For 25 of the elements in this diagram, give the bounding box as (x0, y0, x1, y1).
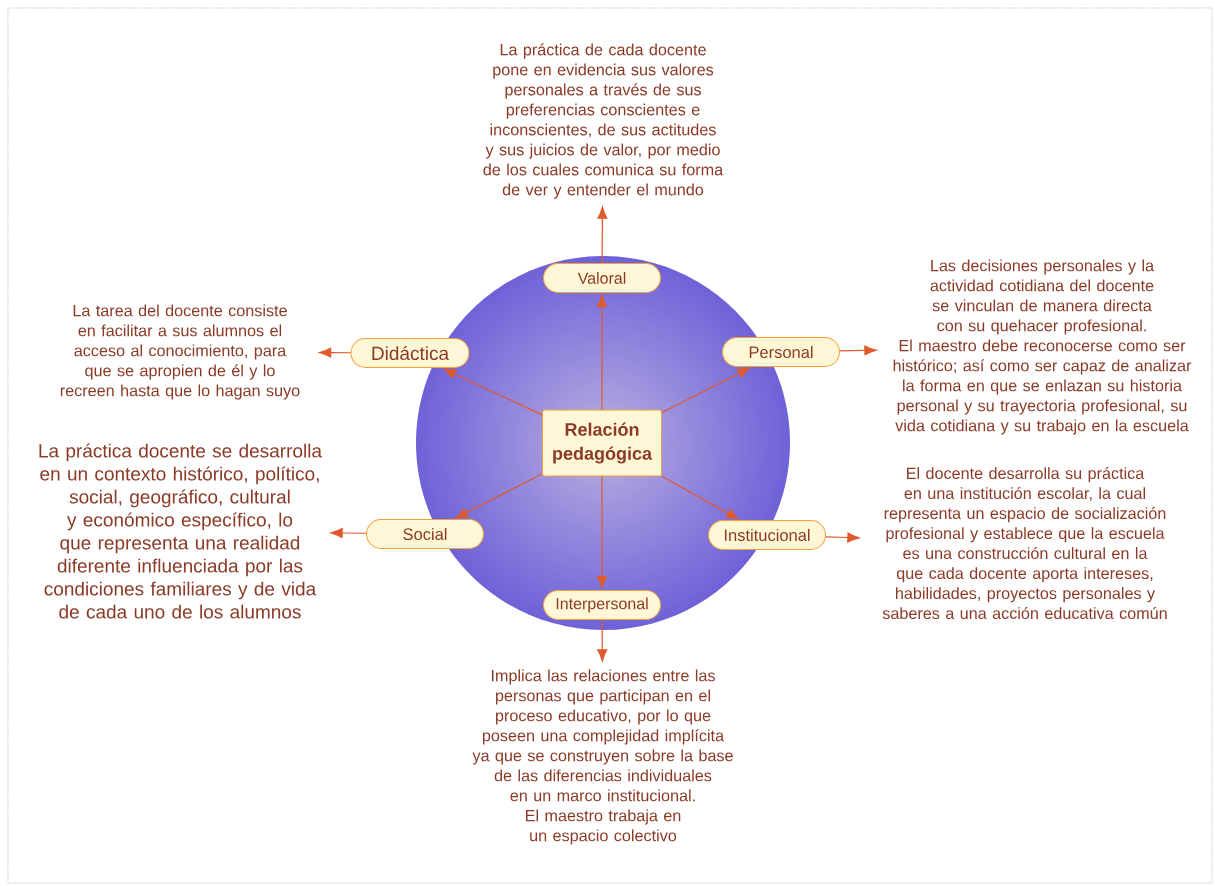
description-text: La práctica docente se desarrolla en un contexto histórico, político, social, geográfico, cultural y económico específico, lo que representa una realidad diferente influenciada por las condiciones familiares y de vida de cada uno de los alumnos (39, 443, 322, 619)
category-pill: Social (366, 519, 484, 549)
description-text: El docente desarrolla su práctica en una institución escolar, la cual representa un espacio de socialización profesional y establece que la escuela es una construcción cultural en la que cada docente aporta intereses, habilidades, proyectos personales y saberes a una acción educativa común (882, 466, 1167, 620)
arrow (825, 532, 860, 543)
description-text: La tarea del docente consiste en facilitar a sus alumnos el acceso al conocimiento, para que se apropien de él y lo recreen hasta que lo hagan suyo (60, 304, 300, 400)
arrow (661, 367, 750, 414)
arrow (597, 294, 608, 411)
arrow (661, 475, 739, 520)
category-pill: Personal (722, 337, 840, 367)
arrow (318, 347, 352, 358)
arrow (839, 345, 877, 356)
description-text: Implica las relaciones entre las personas que participan en el proceso educativo, por lo que poseen una complejidad implícita ya que se construyen sobre la base de las diferencias individuales en un marco institucional. El maestro trabaja en un espacio colectivo (472, 669, 733, 845)
arrow (597, 619, 608, 662)
description-text: La práctica de cada docente pone en evidencia sus valores personales a través de sus preferencias conscientes e inconscientes, de sus actitudes y sus juicios de valor, por medio de los cuales comunica su forma de ver y entender el mundo (483, 43, 724, 199)
arrow (443, 368, 543, 416)
category-pill: Institucional (708, 520, 826, 550)
arrow (455, 473, 543, 519)
category-pill: Didáctica (350, 338, 470, 368)
arrow (330, 527, 367, 538)
center-box: Relación pedagógica (542, 409, 662, 477)
category-pill: Interpersonal (543, 590, 661, 620)
arrow (597, 475, 608, 589)
description-text: Las decisiones personales y la actividad cotidiana del docente se vinculan de manera directa con su quehacer profesional. El maestro debe reconocerse como ser histórico; así como ser capaz de analizar la forma en que se enlazan su historia personal y su trayectoria profesional, su vida cotidiana y su trabajo en la escuela (893, 259, 1192, 435)
category-pill: Valoral (543, 263, 661, 293)
arrow (597, 206, 608, 264)
